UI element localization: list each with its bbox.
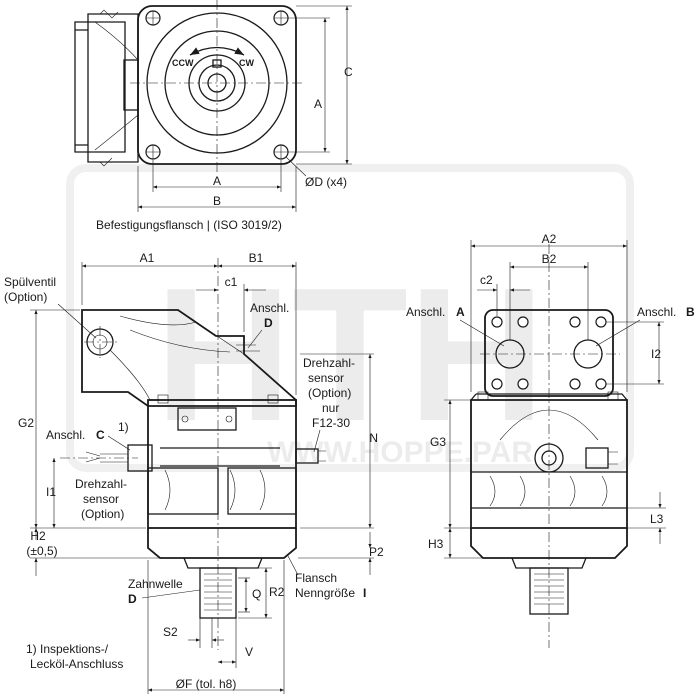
dim-g2: G2 bbox=[18, 416, 34, 430]
dim-l3: L3 bbox=[650, 512, 664, 526]
dim-s2: S2 bbox=[163, 625, 178, 639]
dim-c: C bbox=[344, 65, 353, 79]
dim-hole-diameter: ØD (x4) bbox=[305, 175, 347, 189]
dim-i2: I2 bbox=[651, 347, 661, 361]
label-anschl-d-letter: D bbox=[264, 316, 273, 330]
label-nenngroesse-letter: I bbox=[363, 586, 366, 600]
dim-v: V bbox=[245, 645, 253, 659]
dim-b: B bbox=[213, 194, 221, 208]
label-drehzahl-left-3: (Option) bbox=[81, 507, 124, 521]
watermark-url: WWW.HOPPE.PAR bbox=[267, 436, 533, 469]
dim-g3: G3 bbox=[430, 435, 446, 449]
label-drehzahl-right-1: Drehzahl- bbox=[303, 356, 355, 370]
footnote-line-1: 1) Inspektions-/ bbox=[26, 642, 109, 656]
label-nenngroesse: Nenngröße bbox=[295, 586, 355, 600]
dim-q: Q bbox=[252, 587, 261, 601]
dim-c2: c2 bbox=[480, 273, 493, 287]
dim-r2: R2 bbox=[269, 585, 285, 599]
top-view-dimensions: A B A C ØD (x4) Befestigungsflansch | (I… bbox=[96, 5, 353, 232]
label-flansch: Flansch bbox=[295, 571, 337, 585]
flange-caption: Befestigungsflansch | (ISO 3019/2) bbox=[96, 218, 282, 232]
label-spuelventil: Spülventil bbox=[4, 275, 56, 289]
dim-c1: c1 bbox=[225, 275, 238, 289]
label-footnote-ref: 1) bbox=[118, 420, 129, 434]
dim-f: ØF (tol. h8) bbox=[176, 677, 237, 691]
dim-a-vertical: A bbox=[314, 97, 322, 111]
label-anschl-c: Anschl. bbox=[46, 428, 85, 442]
label-anschl-b-letter: B bbox=[686, 305, 695, 319]
label-anschl-d: Anschl. bbox=[250, 301, 289, 315]
side-view-body bbox=[60, 258, 326, 650]
label-spuelventil-option: (Option) bbox=[4, 290, 47, 304]
dim-a1: A1 bbox=[140, 251, 155, 265]
label-drehzahl-right-2: sensor bbox=[308, 371, 344, 385]
dim-p2: P2 bbox=[369, 545, 384, 559]
label-drehzahl-right-3: (Option) bbox=[308, 386, 351, 400]
end-view-labels: Anschl. A Anschl. B bbox=[406, 305, 695, 347]
dim-i1: I1 bbox=[46, 485, 56, 499]
label-zahnwelle-letter: D bbox=[128, 592, 137, 606]
label-anschl-a: Anschl. bbox=[406, 305, 445, 319]
label-zahnwelle: Zahnwelle bbox=[128, 577, 183, 591]
dim-h2-tolerance: (±0,5) bbox=[26, 544, 57, 558]
label-drehzahl-right-4: nur bbox=[322, 401, 339, 415]
dim-h3: H3 bbox=[428, 537, 444, 551]
end-view-dimensions: A2 B2 c2 I2 G3 H3 L3 bbox=[428, 232, 666, 559]
ccw-label: CCW bbox=[172, 58, 194, 68]
top-view-flange: CCW CW bbox=[74, 0, 305, 172]
side-view-labels: Spülventil (Option) Anschl. D Anschl. C … bbox=[4, 275, 366, 671]
dim-h2: H2 bbox=[30, 529, 46, 543]
label-drehzahl-left-2: sensor bbox=[83, 492, 119, 506]
label-drehzahl-right-5: F12-30 bbox=[312, 416, 350, 430]
label-anschl-a-letter: A bbox=[456, 305, 465, 319]
watermark-logo: HTH bbox=[155, 249, 545, 461]
label-anschl-b: Anschl. bbox=[637, 305, 676, 319]
dim-a-horizontal: A bbox=[213, 174, 221, 188]
footnote-line-2: Lecköl-Anschluss bbox=[30, 657, 123, 671]
dim-b1: B1 bbox=[249, 251, 264, 265]
side-view-dimensions: A1 B1 c1 G2 I1 H2 (±0,5) N P2 R2 bbox=[18, 251, 384, 694]
dim-a2: A2 bbox=[542, 232, 557, 246]
label-drehzahl-left-1: Drehzahl- bbox=[75, 477, 127, 491]
dim-b2: B2 bbox=[542, 252, 557, 266]
dim-n: N bbox=[369, 431, 378, 445]
cw-label: CW bbox=[239, 58, 254, 68]
label-anschl-c-letter: C bbox=[96, 428, 105, 442]
